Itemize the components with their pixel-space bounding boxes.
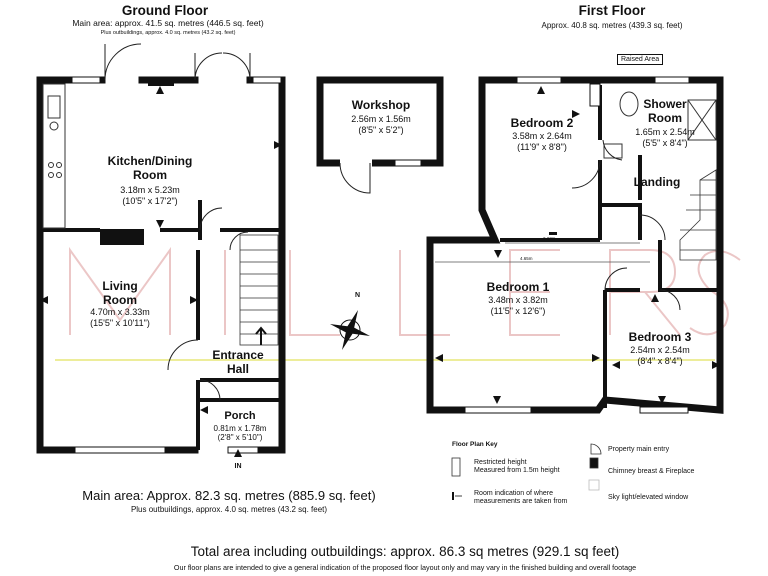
ground-floor-walls	[36, 76, 286, 454]
floor-plan-key-title: Floor Plan Key	[452, 441, 498, 448]
workshop-walls	[316, 76, 444, 167]
workshop-window	[394, 159, 422, 167]
stairs-up-arrow-icon	[255, 326, 267, 345]
shower-fixtures	[603, 91, 717, 159]
dimension-lines	[435, 242, 650, 263]
key-skylight: Sky light/elevated window	[608, 494, 689, 501]
first-doors	[571, 139, 681, 311]
ground-doors	[104, 43, 251, 401]
workshop-label: Workshop	[351, 98, 411, 112]
bedroom3-label: Bedroom 3	[628, 330, 692, 344]
main-entry-arrow-icon	[234, 449, 242, 457]
shower-room-dimensions: 1.65m x 2.54m(5'5" x 8'4")	[635, 127, 695, 148]
total-main-area: Main area: Approx. 82.3 sq. metres (885.…	[82, 488, 376, 503]
ground-stairs	[239, 234, 279, 346]
key-main-entry: Property main entry	[608, 446, 670, 453]
bedroom1-label: Bedroom 1	[486, 280, 550, 294]
first-measure-markers	[435, 86, 720, 404]
compass-north-label: N	[355, 292, 361, 299]
bedroom1-dimensions: 3.48m x 3.82m(11'5" x 12'6")	[488, 295, 548, 316]
first-floor-area: Approx. 40.8 sq. metres (439.3 sq. feet)	[541, 21, 683, 30]
kitchen-units	[42, 83, 66, 229]
landing-label: Landing	[633, 175, 681, 189]
ground-floor-main-area: Main area: approx. 41.5 sq. metres (446.…	[72, 18, 264, 28]
ground-floor-inner-walls	[40, 200, 282, 450]
chimney-breast-upper	[148, 80, 174, 86]
ground-floor-outbuildings: Plus outbuildings, approx. 4.0 sq. metre…	[100, 30, 236, 36]
kitchen-dimensions: 3.18m x 5.23m(10'5" x 17'2")	[120, 185, 180, 206]
first-windows	[464, 76, 690, 414]
bedroom1-dim-a: 2.23m	[543, 236, 556, 241]
bedroom2-label: Bedroom 2	[510, 116, 574, 130]
ground-floor-title: Ground Floor	[121, 3, 209, 18]
disclaimer: Our floor plans are intended to give a g…	[173, 563, 637, 572]
main-entry-label: IN	[234, 463, 242, 470]
bedroom3-dimensions: 2.54m x 2.54m(8'4" x 8'4")	[630, 345, 690, 366]
workshop-dimensions: 2.56m x 1.56m(8'5" x 5'2")	[351, 114, 411, 135]
key-chimney: Chimney breast & Fireplace	[608, 468, 695, 475]
compass-icon	[330, 310, 370, 350]
watermark-logo	[69, 246, 741, 336]
porch-dimensions: 0.81m x 1.78m(2'8" x 5'10")	[213, 424, 267, 442]
workshop-door	[339, 162, 371, 194]
raised-area-box	[589, 83, 601, 107]
porch-label: Porch	[224, 410, 256, 422]
raised-area-label: Raised Area	[617, 54, 664, 65]
total-outbuildings: Plus outbuildings, approx. 4.0 sq. metre…	[130, 505, 328, 514]
chimney-breast	[100, 229, 144, 245]
key-icons	[451, 443, 602, 500]
ground-measure-markers	[40, 86, 282, 414]
bedroom2-measure-marker	[549, 232, 557, 235]
first-floor-title: First Floor	[578, 3, 646, 18]
bedroom1-dim-b: 4.65m	[520, 256, 533, 261]
first-stairs	[679, 169, 717, 261]
living-room-dimensions: 4.70m x 3.33m(15'5" x 10'11")	[90, 307, 150, 328]
bedroom2-dimensions: 3.58m x 2.64m(11'9" x 8'8")	[512, 131, 572, 152]
ground-windows	[71, 76, 282, 454]
total-area: Total area including outbuildings: appro…	[190, 544, 620, 559]
